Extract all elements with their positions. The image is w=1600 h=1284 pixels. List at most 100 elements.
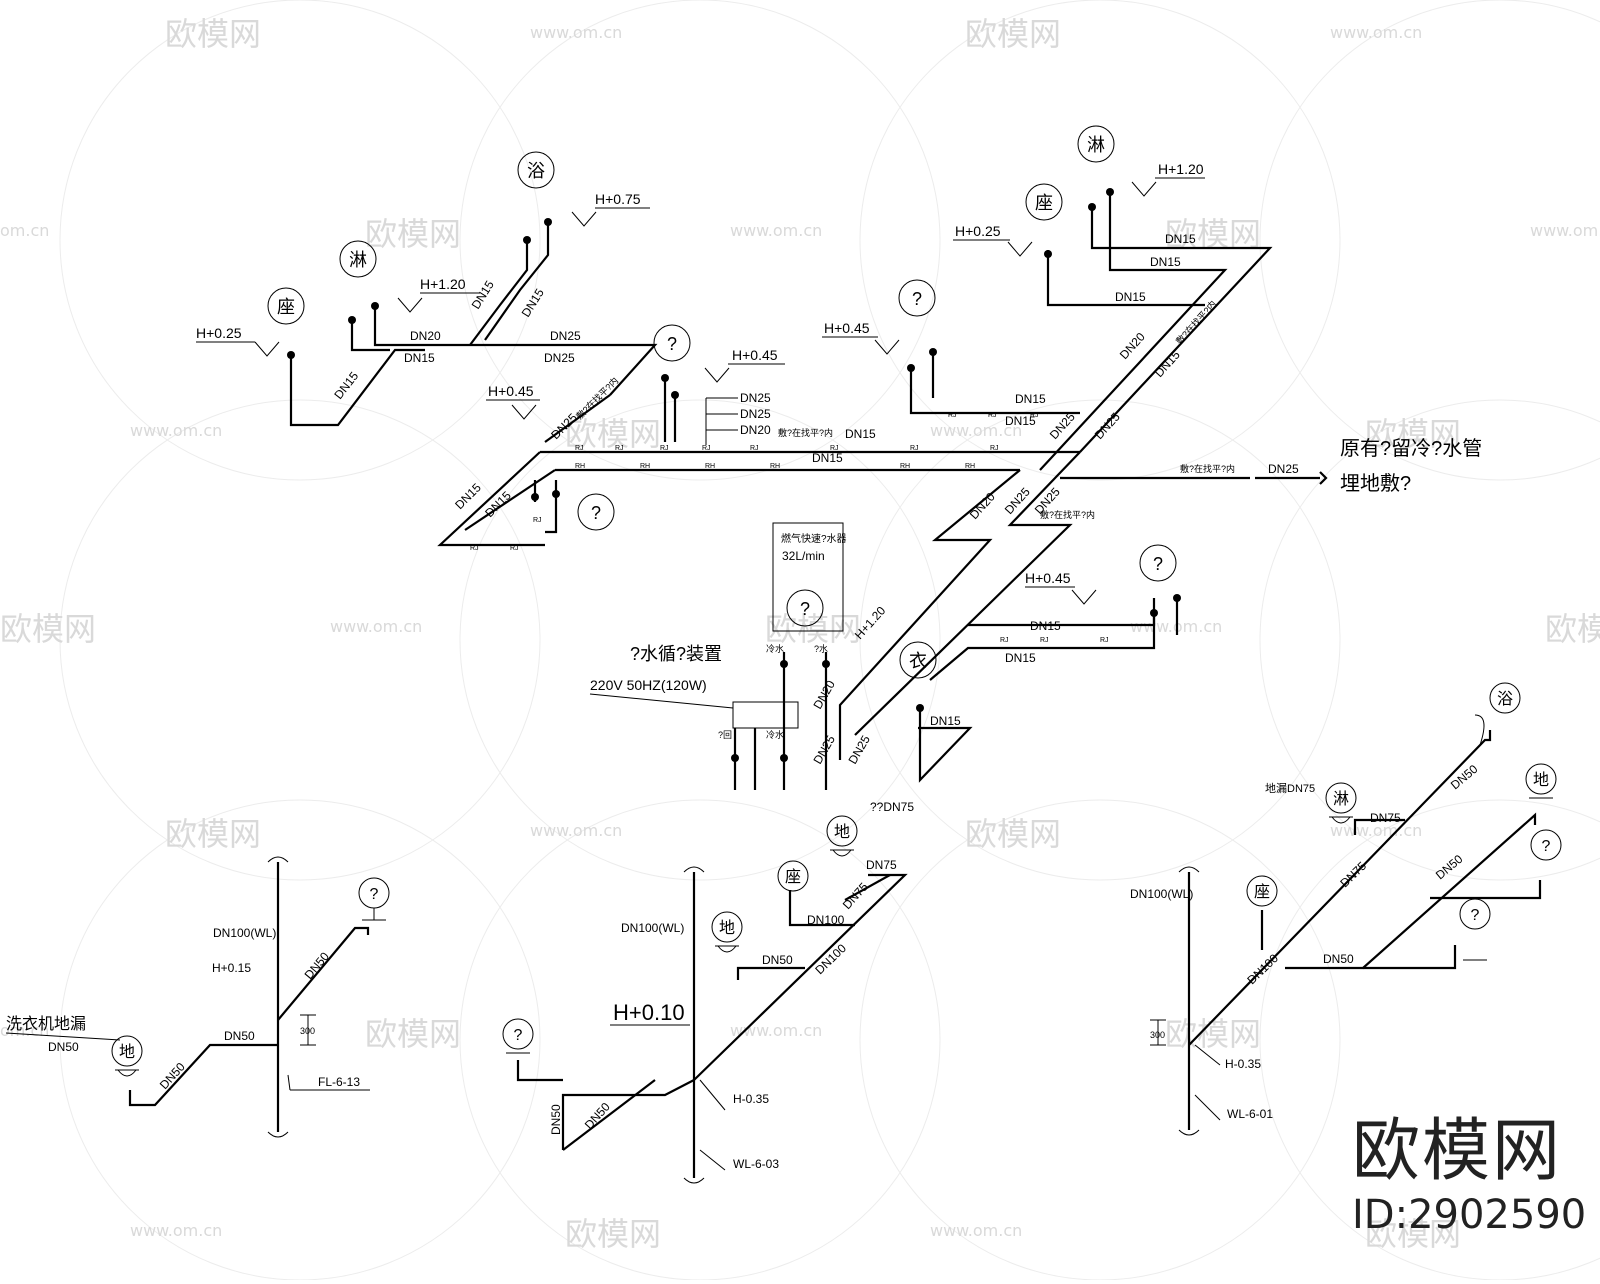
svg-text:WL-6-03: WL-6-03 — [733, 1157, 779, 1171]
svg-text:座: 座 — [785, 868, 801, 886]
svg-text:DN50: DN50 — [549, 1104, 563, 1135]
svg-text:RH: RH — [900, 463, 910, 470]
watermark-brand: 欧模网 — [365, 1015, 461, 1053]
svg-text:浴: 浴 — [1497, 690, 1513, 708]
svg-text:地: 地 — [1533, 771, 1549, 789]
watermark-brand: 欧模网 — [965, 815, 1061, 853]
svg-text:?: ? — [912, 289, 922, 309]
svg-text:H+0.15: H+0.15 — [212, 961, 251, 975]
svg-text:H+0.10: H+0.10 — [613, 1000, 685, 1025]
watermark-brand: 欧模网 — [565, 1215, 661, 1253]
svg-text:DN75: DN75 — [1370, 811, 1401, 825]
watermark-url: www.om.cn — [1330, 821, 1422, 840]
svg-text:??DN75: ??DN75 — [870, 800, 914, 814]
svg-text:?: ? — [1542, 838, 1551, 855]
svg-text:?: ? — [591, 503, 601, 523]
svg-text:地: 地 — [119, 1043, 135, 1061]
watermark-brand: 欧模网 — [1365, 415, 1461, 453]
watermark-url: om.cn — [0, 221, 49, 240]
svg-text:RH: RH — [965, 463, 975, 470]
fixture-floor-drain: 地 — [826, 815, 858, 847]
svg-text:?: ? — [667, 334, 677, 354]
pipe-size-label: DN20 — [967, 490, 998, 522]
pipe-size-label: DN15 — [1115, 290, 1146, 304]
pipe-size-label: DN20 — [810, 678, 838, 712]
svg-text:RJ: RJ — [1000, 637, 1009, 644]
fixture-shower: 淋 — [339, 240, 377, 278]
svg-text:DN100(WL): DN100(WL) — [1130, 887, 1193, 901]
svg-text:RH: RH — [640, 463, 650, 470]
brand-id: ID:2902590 — [1352, 1192, 1587, 1238]
svg-text:WL-6-01: WL-6-01 — [1227, 1107, 1273, 1121]
svg-text:RJ: RJ — [990, 445, 999, 452]
svg-text:DN100(WL): DN100(WL) — [621, 921, 684, 935]
svg-text:DN50: DN50 — [1448, 762, 1481, 793]
watermark-brand: 欧模网 — [965, 15, 1061, 53]
valve-symbols — [287, 218, 679, 501]
pipe-size-label: DN15 — [1152, 348, 1183, 380]
svg-text:DN50: DN50 — [48, 1040, 79, 1054]
fixture-shower: 淋 — [1325, 782, 1357, 814]
elevation-label: H+1.20 — [420, 276, 466, 292]
svg-text:RJ: RJ — [910, 445, 919, 452]
svg-text:地: 地 — [834, 823, 850, 841]
svg-text:?: ? — [514, 1027, 523, 1044]
svg-text:RJ: RJ — [830, 445, 839, 452]
watermark-url: www.om.cn — [130, 1221, 222, 1240]
pipe-size-label: DN15 — [469, 278, 497, 312]
fixture-unknown: ? — [1459, 898, 1491, 930]
fixture-shower: 淋 — [1077, 125, 1115, 163]
watermark-url: www.om.cn — [530, 23, 622, 42]
fixture-toilet: 座 — [777, 860, 809, 892]
existing-pipe-note: 原有?留冷?水管 — [1340, 437, 1482, 460]
svg-text:300: 300 — [1150, 1030, 1165, 1040]
svg-text:RJ: RJ — [1030, 412, 1039, 419]
fixture-floor-drain: 地 — [711, 911, 743, 943]
pipe-size-label: DN15 — [1015, 392, 1046, 406]
svg-text:?: ? — [1471, 907, 1480, 924]
watermark-url: www.om.cn — [1330, 23, 1422, 42]
watermark-url: www.om.cn — [530, 821, 622, 840]
svg-text:地漏DN75: 地漏DN75 — [1265, 782, 1315, 795]
fixture-unknown: ? — [898, 279, 936, 317]
pipe-size-label: DN20 — [740, 423, 771, 437]
elevation-label: H+0.75 — [595, 191, 641, 207]
fixture-unknown: ? — [786, 589, 824, 627]
fixture-bath: 浴 — [517, 151, 555, 189]
pipe-size-label: DN15 — [331, 369, 361, 402]
fixture-toilet: 座 — [267, 287, 305, 325]
watermark-brand: 欧模网 — [565, 415, 661, 453]
watermark-url: www.om.cn — [930, 1221, 1022, 1240]
drain-system-wl-6-01: 浴 地 淋 ? 座 ? 地漏DN75 DN75 DN50 DN75 DN50 D… — [1130, 682, 1562, 1136]
embed-note: 敷?在找平?内 — [1180, 463, 1235, 474]
pipe-size-label: DN15 — [930, 714, 961, 728]
svg-text:RH: RH — [705, 463, 715, 470]
svg-text:洗衣机地漏: 洗衣机地漏 — [6, 1015, 86, 1033]
pipe-size-label: DN15 — [1150, 255, 1181, 269]
watermark-url: www.om.cn — [1530, 221, 1600, 240]
embed-note: 敷?在找平?内 — [1040, 509, 1095, 520]
watermark-brand: 欧模网 — [1365, 1215, 1461, 1253]
svg-text:RJ: RJ — [1100, 637, 1109, 644]
svg-text:DN50: DN50 — [224, 1029, 255, 1043]
svg-text:DN50: DN50 — [1323, 952, 1354, 966]
heater-label: 燃气快速?水器 — [781, 532, 847, 545]
svg-text:RJ: RJ — [750, 445, 759, 452]
supply-system-left: 座 淋 浴 ? ? H+0.25 H+1.20 H+0.75 H+0.45 — [196, 151, 1080, 552]
svg-text:DN100(WL): DN100(WL) — [213, 926, 276, 940]
pipe-code-marks: RJ RJ RJ RJ RJ RJ RJ RJ RH RH RH RH RH R… — [470, 445, 999, 552]
svg-text:RJ: RJ — [988, 412, 997, 419]
svg-text:?回: ?回 — [718, 730, 732, 740]
heater-capacity: 32L/min — [782, 549, 825, 563]
svg-text:DN100: DN100 — [1244, 951, 1281, 987]
fixture-toilet: 座 — [1246, 875, 1278, 907]
fixture-unknown: ? — [502, 1018, 534, 1050]
fixture-unknown: ? — [577, 493, 615, 531]
pipe-size-label: DN25 — [550, 329, 581, 343]
fixture-toilet: 座 — [1025, 183, 1063, 221]
brand-logo: 欧模网 — [1352, 1112, 1563, 1191]
fixture-washer: 衣 — [899, 641, 937, 679]
svg-text:DN50: DN50 — [302, 949, 333, 982]
svg-text:?: ? — [800, 599, 810, 619]
